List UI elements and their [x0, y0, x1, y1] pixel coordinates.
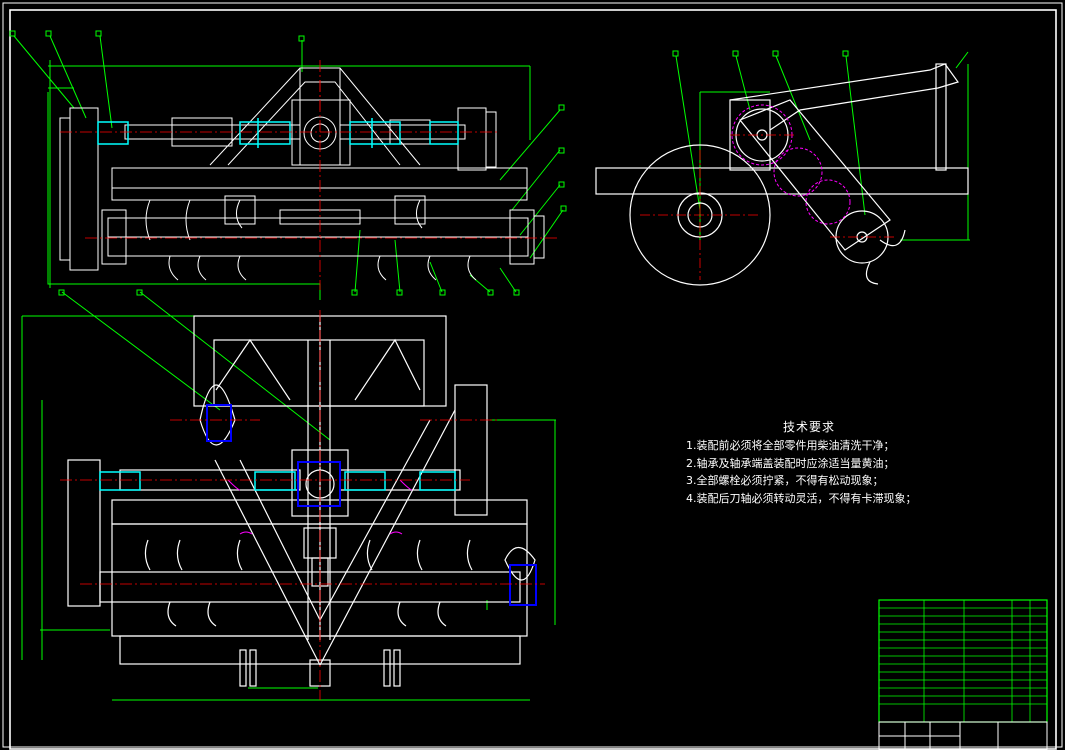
front-view-outline: [59, 67, 545, 281]
top-view: [21, 310, 556, 701]
front-view-tags: [9, 30, 567, 296]
side-view-outline: [595, 63, 969, 286]
side-view-centerlines: [640, 134, 895, 280]
technical-requirement-item: 4.装配后刀轴必须转动灵活，不得有卡滞现象；: [686, 491, 917, 505]
technical-requirement-item: 2.轴承及轴承端盖装配时应涂适当量黄油；: [686, 456, 895, 470]
top-view-bearings: [206, 404, 537, 606]
top-view-outline: [67, 315, 536, 687]
side-view-dimensions: [675, 51, 970, 241]
front-view: [9, 30, 567, 441]
title-block: [878, 599, 1048, 750]
technical-requirements-list: 1.装配前必须将全部零件用柴油清洗干净； 2.轴承及轴承端盖装配时应涂适当量黄油…: [686, 437, 917, 507]
front-view-centerlines: [60, 60, 560, 290]
top-view-dimensions: [21, 315, 556, 701]
side-view-phantom: [731, 104, 851, 225]
technical-requirement-item: 3.全部螺栓必须拧紧，不得有松动现象；: [686, 474, 884, 487]
front-view-joints: [97, 118, 459, 148]
technical-requirement-item: 1.装配前必须将全部零件用柴油清洗干净；: [686, 439, 895, 452]
title-block-grid: [879, 600, 1047, 722]
side-view: [595, 50, 970, 286]
technical-requirements-title: 技术要求: [783, 420, 836, 434]
top-view-phantom: [227, 479, 413, 535]
side-view-tags: [672, 50, 849, 57]
top-view-joints: [99, 471, 456, 491]
top-view-centerlines: [60, 310, 545, 700]
